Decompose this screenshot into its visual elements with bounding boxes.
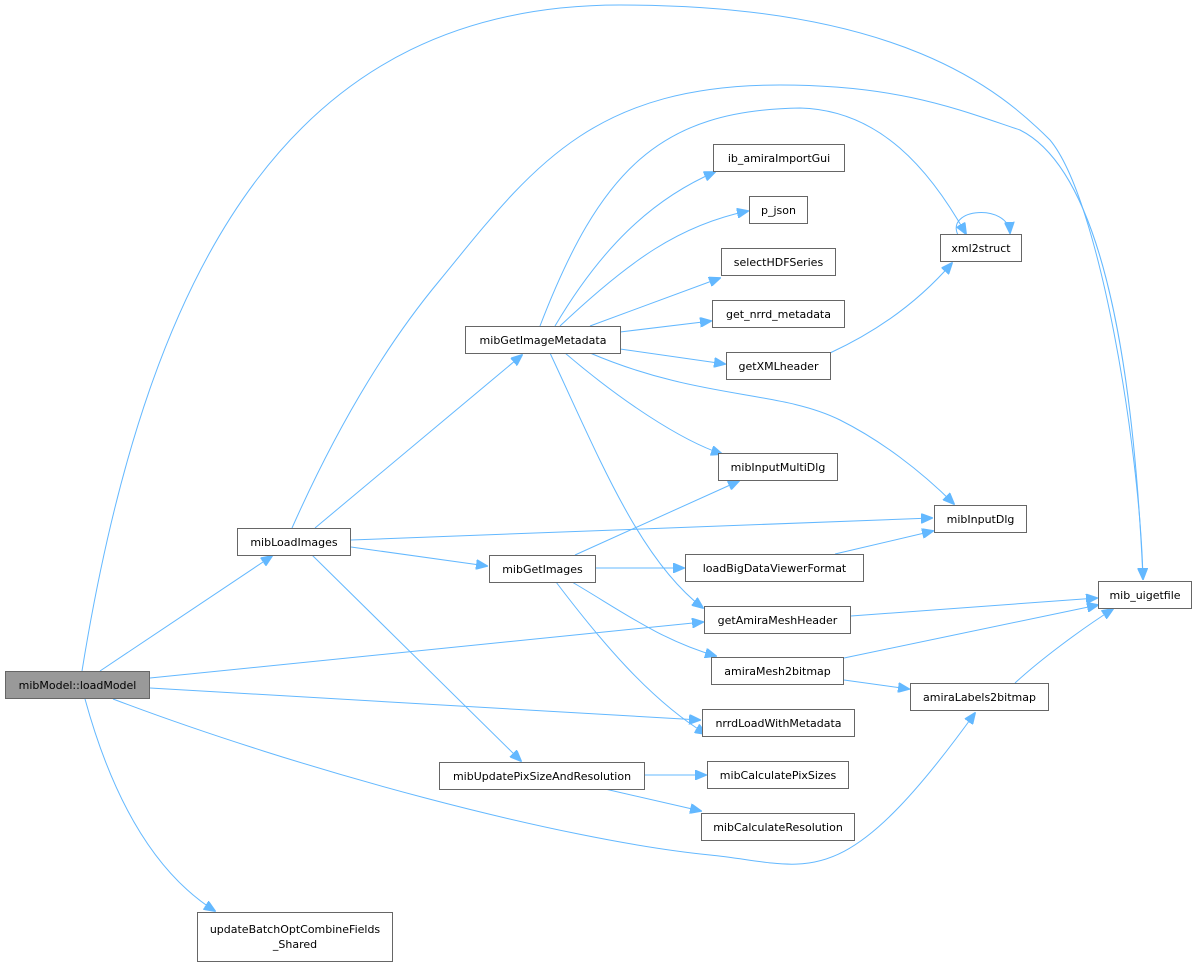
edge-amiraMesh2bitmap-mib_uigetfile — [843, 605, 1098, 659]
edge-loadModel-nrrdLoadWithMetadata — [149, 687, 700, 720]
node-amiraLabels2bitmap[interactable]: amiraLabels2bitmap — [910, 683, 1049, 711]
node-label: p_json — [761, 203, 796, 217]
node-label: mibGetImageMetadata — [479, 333, 607, 347]
node-mibInputDlg[interactable]: mibInputDlg — [934, 505, 1027, 533]
edge-loadModel-mib_uigetfile — [81, 4, 1143, 672]
edge-loadBigData-mibInputDlg — [834, 531, 933, 555]
edge-mibLoadImages-mibGetImages — [350, 546, 487, 566]
node-mib_uigetfile[interactable]: mib_uigetfile — [1098, 581, 1192, 609]
node-label: getXMLheader — [738, 359, 819, 373]
edge-loadModel-amiraLabels2bitmap — [112, 698, 975, 865]
edge-meta-selectHDFSeries — [589, 278, 720, 327]
node-label: mibCalculateResolution — [713, 820, 843, 834]
edge-amiraLabels2bitmap-mib_uigetfile — [1014, 609, 1113, 684]
node-nrrdLoadWithMetadata[interactable]: nrrdLoadWithMetadata — [702, 709, 855, 737]
edge-meta-xml2struct — [539, 107, 966, 327]
node-label: mibLoadImages — [250, 535, 338, 549]
node-mibInputMultiDlg[interactable]: mibInputMultiDlg — [718, 453, 838, 481]
edge-mibLoadImages-mibGetImageMetadata — [314, 355, 522, 529]
node-label: loadBigDataViewerFormat — [702, 561, 847, 575]
node-getAmiraMeshHeader[interactable]: getAmiraMeshHeader — [704, 606, 851, 634]
node-label: mibModel::loadModel — [18, 678, 137, 692]
node-label: mibGetImages — [502, 562, 583, 576]
edge-meta-get_nrrd_metadata — [619, 321, 711, 333]
node-p_json[interactable]: p_json — [749, 196, 808, 224]
edge-meta-p_json — [559, 211, 748, 327]
node-label: mibCalculatePixSizes — [719, 768, 837, 782]
edge-mibLoadImages-mibInputDlg — [350, 518, 932, 541]
node-label: getAmiraMeshHeader — [717, 613, 838, 627]
node-label-line2: _Shared — [272, 938, 318, 951]
edge-mibGetImages-amiraMesh2bitmap — [571, 581, 716, 656]
node-loadBigDataViewerFormat[interactable]: loadBigDataViewerFormat — [685, 554, 864, 582]
edge-getAmiraMeshHeader-mib_uigetfile — [850, 598, 1097, 617]
node-mibUpdatePixSizeAndResolution[interactable]: mibUpdatePixSizeAndResolution — [439, 762, 645, 790]
node-mibModel-loadModel: mibModel::loadModel — [5, 671, 150, 699]
edge-getXMLheader-xml2struct — [829, 263, 952, 354]
node-selectHDFSeries[interactable]: selectHDFSeries — [721, 248, 836, 276]
edge-loadModel-getAmiraMeshHeader — [149, 622, 703, 679]
node-label: ib_amiraImportGui — [727, 151, 831, 165]
edge-meta-ib_amiraImportGui — [554, 172, 715, 327]
node-mibLoadImages[interactable]: mibLoadImages — [237, 528, 351, 556]
edge-loadModel-mibLoadImages — [99, 556, 272, 672]
node-label: mibUpdatePixSizeAndResolution — [452, 769, 632, 783]
node-mibGetImages[interactable]: mibGetImages — [489, 555, 596, 583]
edge-updatePix-mibCalculateResolution — [604, 788, 701, 811]
edge-mibGetImages-nrrdLoadWithMetadata — [555, 581, 706, 734]
node-label: selectHDFSeries — [733, 255, 824, 269]
node-getXMLheader[interactable]: getXMLheader — [726, 352, 831, 380]
edge-mibLoadImages-mibUpdatePixSize — [311, 554, 521, 761]
edge-meta-mibInputDlg — [589, 352, 954, 504]
node-label: mib_uigetfile — [1109, 588, 1181, 602]
node-label: get_nrrd_metadata — [726, 307, 831, 321]
node-label: mibInputMultiDlg — [730, 460, 826, 474]
edge-xml2struct-self — [955, 212, 1010, 236]
node-ib_amiraImportGui[interactable]: ib_amiraImportGui — [713, 144, 845, 172]
node-label: amiraMesh2bitmap — [724, 664, 831, 678]
edge-mibLoadImages-mib_uigetfile — [291, 84, 1143, 579]
edge-loadModel-updateBatch — [84, 698, 215, 911]
node-updateBatchOptCombineFields_Shared[interactable]: updateBatchOptCombineFields _Shared — [197, 912, 393, 962]
edge-meta-getAmiraMeshHeader — [549, 352, 703, 608]
node-mibCalculatePixSizes[interactable]: mibCalculatePixSizes — [707, 761, 849, 789]
node-label: nrrdLoadWithMetadata — [715, 716, 842, 730]
node-mibCalculateResolution[interactable]: mibCalculateResolution — [701, 813, 855, 841]
edge-meta-getXMLheader — [619, 348, 725, 364]
node-label: mibInputDlg — [946, 512, 1015, 526]
node-label: xml2struct — [951, 241, 1011, 255]
node-label: amiraLabels2bitmap — [923, 690, 1036, 704]
node-xml2struct[interactable]: xml2struct — [940, 234, 1022, 262]
node-amiraMesh2bitmap[interactable]: amiraMesh2bitmap — [711, 657, 844, 685]
edge-amiraMesh2bitmap-amiraLabels2bitmap — [843, 679, 909, 689]
node-mibGetImageMetadata[interactable]: mibGetImageMetadata — [465, 326, 621, 354]
node-label-line1: updateBatchOptCombineFields — [209, 923, 381, 936]
edge-meta-mibInputMultiDlg — [564, 352, 722, 454]
node-get_nrrd_metadata[interactable]: get_nrrd_metadata — [712, 300, 845, 328]
edge-mibGetImages-mibInputMultiDlg — [574, 481, 739, 556]
